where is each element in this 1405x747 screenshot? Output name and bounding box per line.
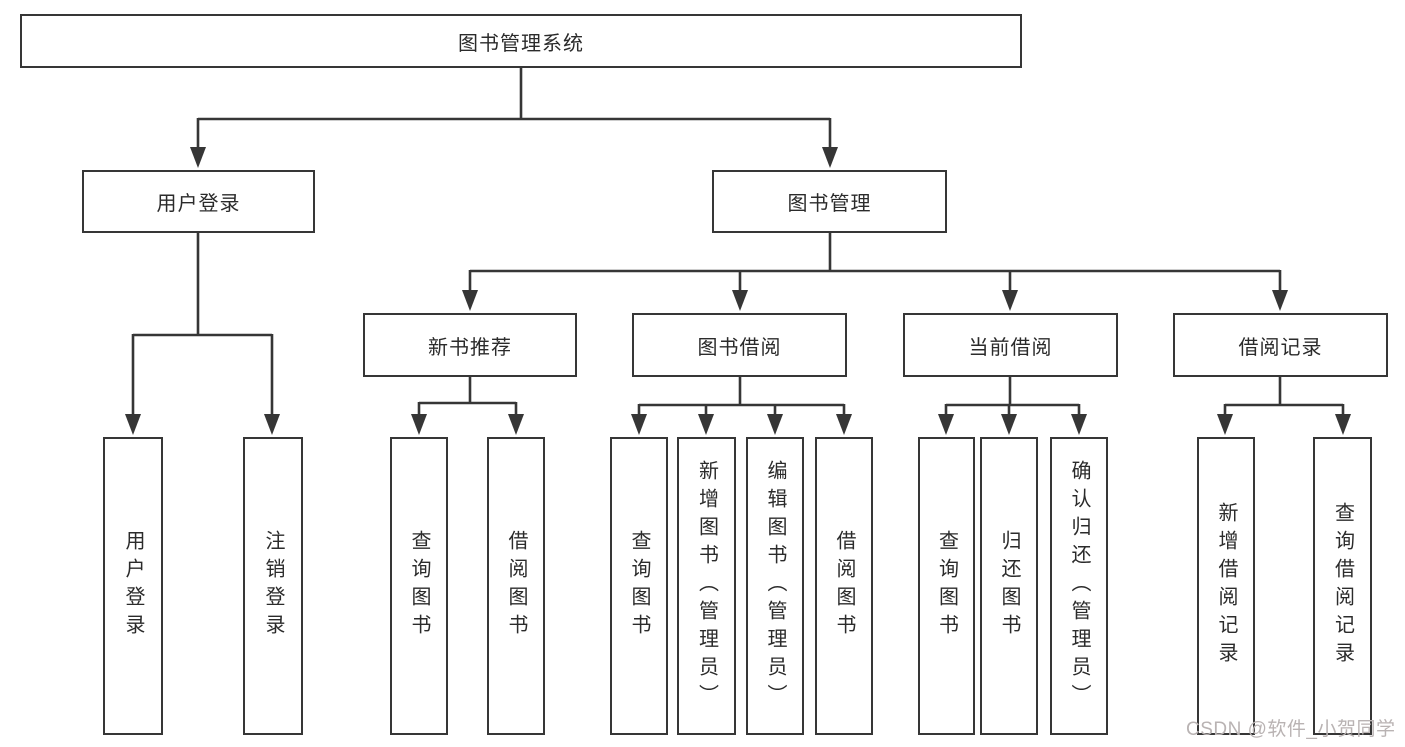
leaf-br-add-record: 新增借阅记录 (1197, 437, 1255, 735)
leaf-user-login-label: 用户登录 (122, 530, 144, 642)
leaf-cb-confirm-return-admin: 确认归还（管理员） (1050, 437, 1108, 735)
connector-new-book-rec-to-leaves (411, 377, 524, 435)
node-root: 图书管理系统 (20, 14, 1022, 68)
leaf-logout-label: 注销登录 (262, 530, 284, 642)
leaf-nbr-borrow-books-label: 借阅图书 (505, 530, 527, 642)
node-new-book-rec-label: 新书推荐 (428, 336, 512, 359)
node-current-borrow: 当前借阅 (903, 313, 1118, 377)
node-root-label: 图书管理系统 (458, 32, 584, 55)
connector-current-borrow-to-leaves (938, 377, 1087, 435)
connector-book-mgmt-to-level3 (462, 233, 1288, 311)
node-book-borrow: 图书借阅 (632, 313, 847, 377)
node-book-borrow-label: 图书借阅 (697, 336, 782, 359)
leaf-bb-edit-books-admin-label: 编辑图书（管理员） (764, 460, 786, 712)
leaf-logout: 注销登录 (243, 437, 303, 735)
leaf-br-query-record-label: 查询借阅记录 (1331, 502, 1354, 670)
leaf-cb-return-books-label: 归还图书 (998, 530, 1020, 642)
leaf-bb-edit-books-admin: 编辑图书（管理员） (746, 437, 804, 735)
leaf-nbr-query-books-label: 查询图书 (408, 530, 430, 642)
connector-borrow-record-to-leaves (1217, 377, 1351, 435)
leaf-cb-query-books-label: 查询图书 (935, 530, 958, 642)
leaf-nbr-query-books: 查询图书 (390, 437, 448, 735)
connector-user-login-to-leaves (125, 233, 280, 435)
leaf-br-query-record: 查询借阅记录 (1313, 437, 1372, 735)
node-user-login-label: 用户登录 (156, 193, 241, 215)
leaf-bb-borrow-books: 借阅图书 (815, 437, 873, 735)
leaf-bb-add-books-admin-label: 新增图书（管理员） (695, 460, 718, 712)
csdn-watermark: CSDN @软件_小贺同学 (1186, 719, 1396, 740)
leaf-user-login: 用户登录 (103, 437, 163, 735)
node-user-login: 用户登录 (82, 170, 315, 233)
node-new-book-rec: 新书推荐 (363, 313, 577, 377)
node-borrow-record-label: 借阅记录 (1238, 336, 1323, 359)
connector-book-borrow-to-leaves (631, 377, 852, 435)
leaf-bb-query-books: 查询图书 (610, 437, 668, 735)
node-borrow-record: 借阅记录 (1173, 313, 1388, 377)
leaf-br-add-record-label: 新增借阅记录 (1215, 502, 1237, 670)
node-book-mgmt: 图书管理 (712, 170, 947, 233)
leaf-nbr-borrow-books: 借阅图书 (487, 437, 545, 735)
leaf-cb-return-books: 归还图书 (980, 437, 1038, 735)
node-current-borrow-label: 当前借阅 (968, 336, 1053, 359)
connector-root-to-level2 (190, 68, 838, 168)
leaf-bb-query-books-label: 查询图书 (628, 530, 650, 642)
leaf-bb-add-books-admin: 新增图书（管理员） (677, 437, 736, 735)
leaf-bb-borrow-books-label: 借阅图书 (833, 530, 855, 642)
leaf-cb-confirm-return-admin-label: 确认归还（管理员） (1068, 460, 1090, 712)
leaf-cb-query-books: 查询图书 (918, 437, 975, 735)
node-book-mgmt-label: 图书管理 (787, 193, 872, 215)
